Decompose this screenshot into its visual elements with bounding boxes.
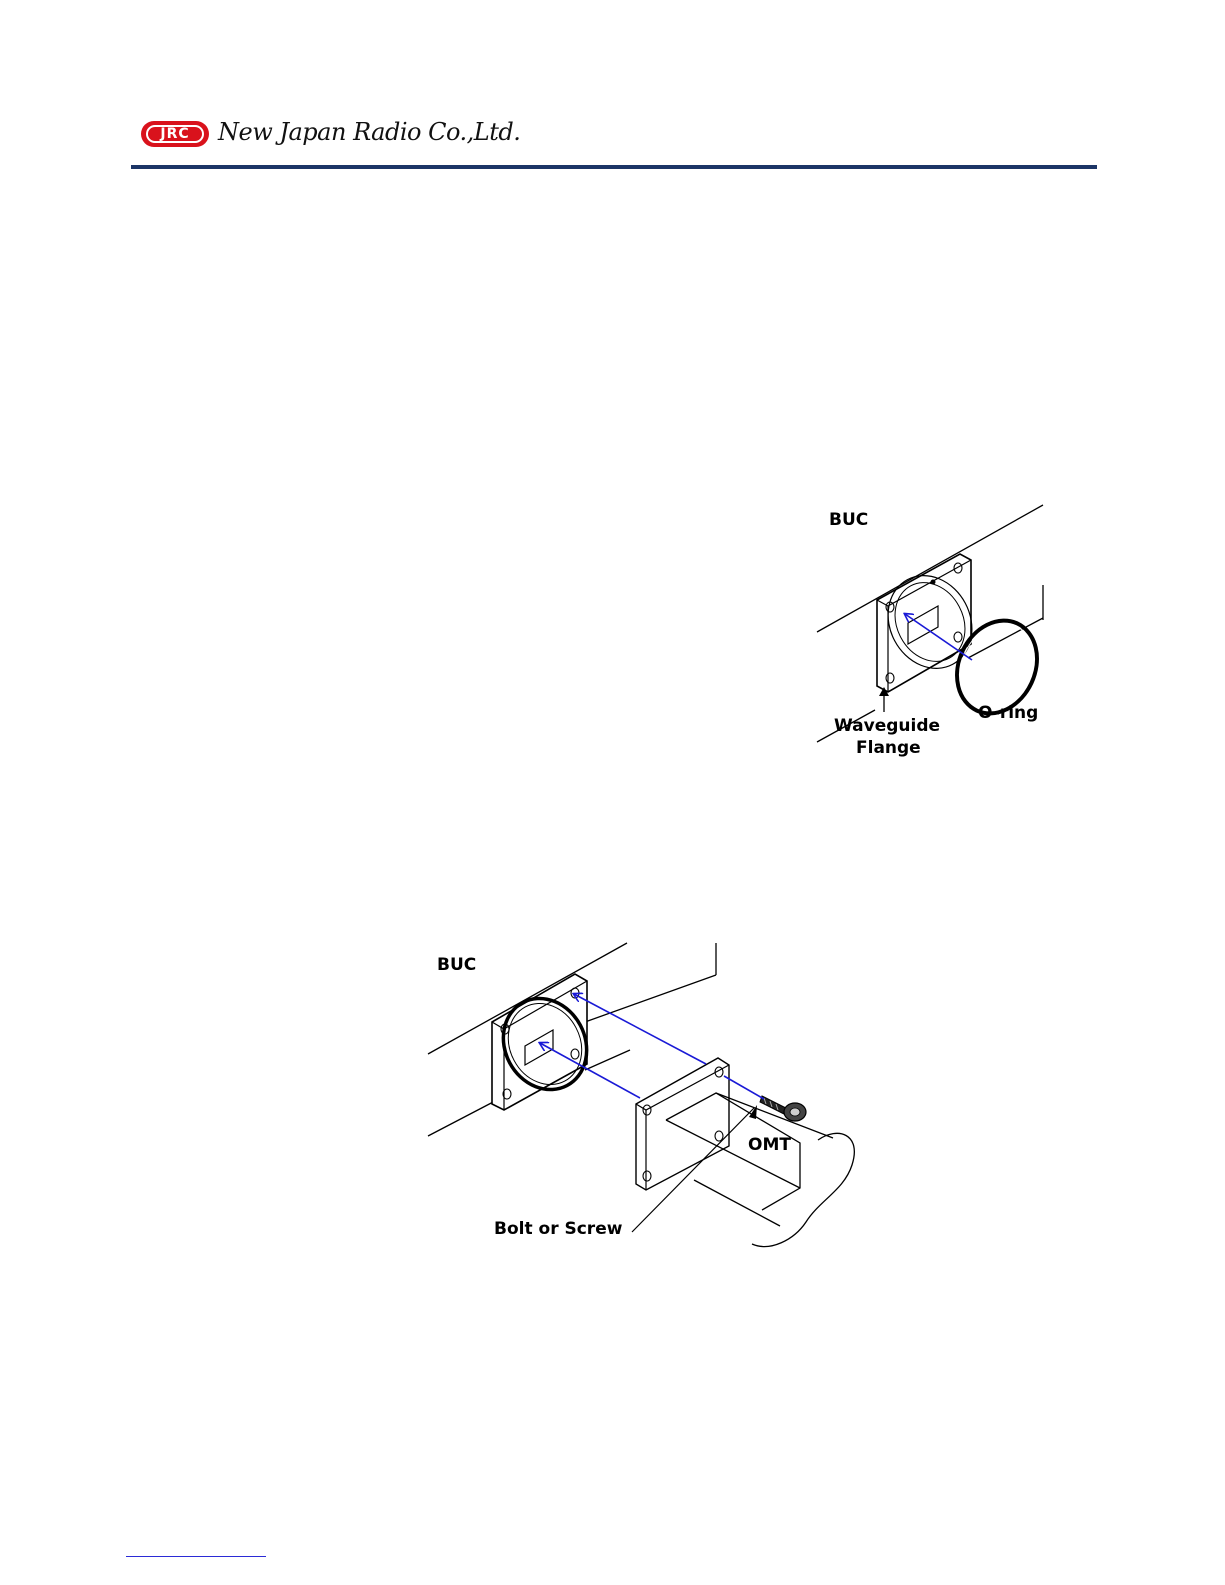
label-omt: OMT bbox=[748, 1135, 791, 1155]
omt-body bbox=[636, 1058, 854, 1247]
label-buc-figure2: BUC bbox=[437, 955, 476, 975]
footer-divider bbox=[126, 1556, 266, 1557]
buc-flange-figure2 bbox=[488, 974, 603, 1110]
label-bolt-or-screw: Bolt or Screw bbox=[494, 1219, 623, 1239]
bolt-icon bbox=[760, 1096, 806, 1121]
